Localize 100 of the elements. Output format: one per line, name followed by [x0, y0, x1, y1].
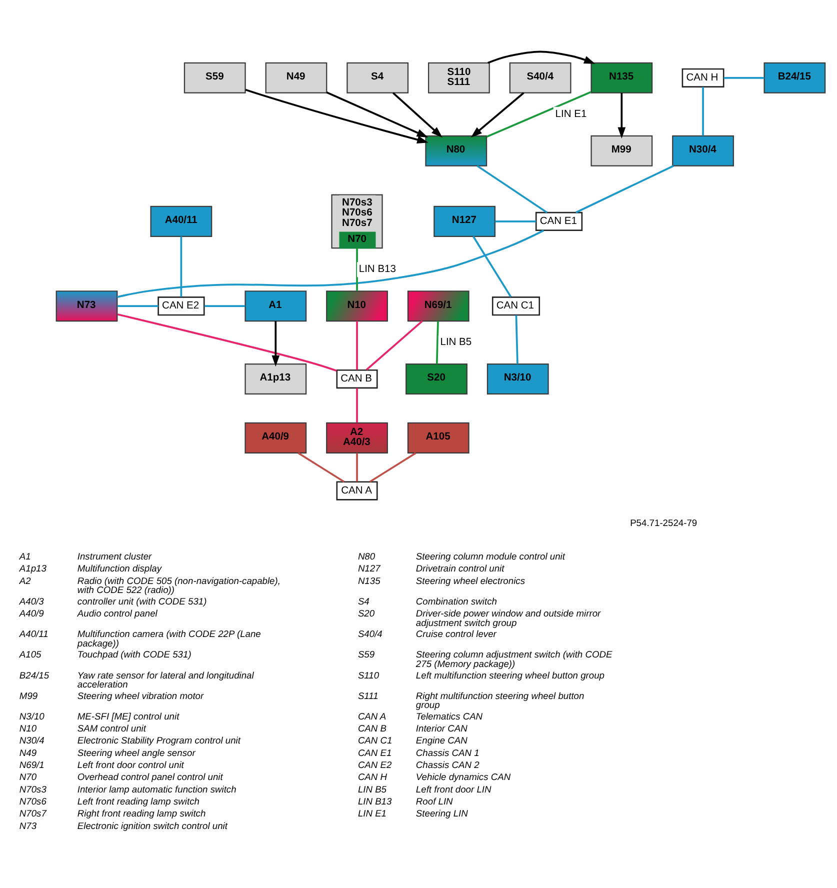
node-box: CAN A: [336, 480, 378, 500]
arrow: [488, 50, 596, 64]
connector: [702, 86, 704, 136]
arrow: [272, 320, 280, 366]
label: CAN H: [358, 772, 388, 782]
label: Engine CAN: [416, 735, 468, 746]
connector: [180, 236, 182, 296]
connector: [472, 235, 512, 297]
connector: [356, 452, 358, 482]
label: Chassis CAN 2: [416, 760, 480, 770]
label: SAM control unit: [77, 723, 146, 734]
node-box: N10: [326, 290, 388, 322]
label: N69/1: [19, 760, 44, 770]
label: Vehicle dynamics CAN: [416, 772, 511, 782]
label: S4: [358, 596, 370, 606]
label: Steering column adjustment switch (with CODE 275 (Memory package)): [416, 649, 612, 669]
label: Right multifunction steering wheel button group: [416, 690, 584, 710]
label: Combination switch: [416, 596, 497, 606]
label: Multifunction camera (with CODE 22P (Lane package)): [77, 628, 261, 648]
connector: [476, 164, 548, 213]
node-box: S59: [184, 62, 246, 93]
arrow: [326, 91, 428, 137]
label: N3/10: [19, 710, 44, 721]
edge-label: LIN B5: [440, 336, 472, 348]
node-box: S40/4: [509, 62, 572, 93]
label: A1p13: [19, 563, 46, 574]
node-box: CAN E1: [535, 211, 583, 230]
label: Electronic ignition switch control unit: [77, 820, 228, 830]
label: Audio control panel: [77, 608, 158, 618]
node-box: CAN E2: [158, 296, 205, 316]
label: Telematics CAN: [416, 710, 483, 721]
label: N73: [19, 820, 37, 830]
label: Left multifunction steering wheel button group: [416, 670, 604, 680]
connector: [204, 304, 246, 307]
connector: [117, 312, 337, 372]
label: Drivetrain control unit: [416, 563, 504, 574]
label: A1: [19, 551, 31, 562]
connector: [366, 320, 423, 370]
connector: [436, 320, 439, 364]
label: Right front reading lamp switch: [77, 808, 206, 818]
label: S111: [358, 690, 378, 700]
label: CAN B: [358, 723, 387, 734]
node-box: S20: [406, 363, 468, 394]
arrow: [392, 92, 442, 138]
node-box: CAN C1: [492, 296, 540, 316]
label: A40/3: [19, 596, 44, 606]
label: CAN C1: [358, 735, 392, 746]
label: B24/15: [19, 670, 50, 680]
label: Driver-side power window and outside mirror adjustment switch group: [416, 608, 601, 628]
node-box: N69/1: [407, 290, 470, 322]
label: LIN B13: [358, 796, 392, 806]
node-box: N3/10: [486, 363, 549, 394]
label: N49: [19, 747, 37, 758]
label: N135: [358, 575, 380, 586]
label: S110: [358, 670, 380, 680]
connector: [575, 164, 674, 213]
label: Cruise control lever: [416, 628, 496, 639]
label: CAN E2: [358, 760, 392, 770]
node-box: N127: [434, 205, 496, 236]
arrow: [618, 92, 626, 138]
connector: [369, 452, 416, 482]
label: Left front door LIN: [416, 784, 492, 794]
arrow: [470, 92, 524, 137]
label: Touchpad (with CODE 531): [77, 649, 192, 660]
label: Steering wheel angle sensor: [77, 747, 196, 758]
label: A40/11: [19, 628, 48, 639]
label: N80: [358, 551, 376, 562]
node-box: M99: [590, 134, 653, 166]
label: Interior CAN: [416, 723, 468, 734]
label: N127: [358, 563, 380, 574]
label: S59: [358, 649, 375, 660]
node-box: N80: [425, 134, 488, 166]
connector: [356, 388, 358, 422]
label: S40/4: [358, 628, 382, 639]
label: M99: [19, 690, 38, 700]
connector: [495, 220, 536, 222]
label: P54.71-2524-79: [630, 517, 698, 528]
node-box: A2 A40/3: [326, 422, 388, 453]
node-box: A40/9: [244, 422, 307, 453]
label: A40/9: [19, 608, 44, 618]
connector: [298, 452, 345, 482]
label: Overhead control panel control unit: [77, 772, 223, 782]
label: Roof LIN: [416, 796, 453, 806]
label: LIN B5: [358, 784, 387, 794]
edge-label: LIN B13: [358, 264, 396, 275]
label: Steering LIN: [416, 808, 468, 818]
label: Steering column module control unit: [416, 551, 565, 562]
node-box: N135: [590, 62, 653, 93]
label: Steering wheel electronics: [416, 575, 526, 586]
node-box: A40/11: [150, 205, 212, 236]
label: N10: [19, 723, 37, 734]
label: Multifunction display: [77, 563, 162, 574]
label: controller unit (with CODE 531): [77, 596, 207, 606]
node-box: N30/4: [672, 134, 734, 166]
label: Yaw rate sensor for lateral and longitudinal acceleration: [77, 670, 254, 690]
connector: [356, 320, 358, 370]
label: LIN E1: [358, 808, 387, 818]
label: N70s3: [19, 784, 46, 794]
label: N70s7: [19, 808, 46, 818]
label: A105: [19, 649, 42, 660]
